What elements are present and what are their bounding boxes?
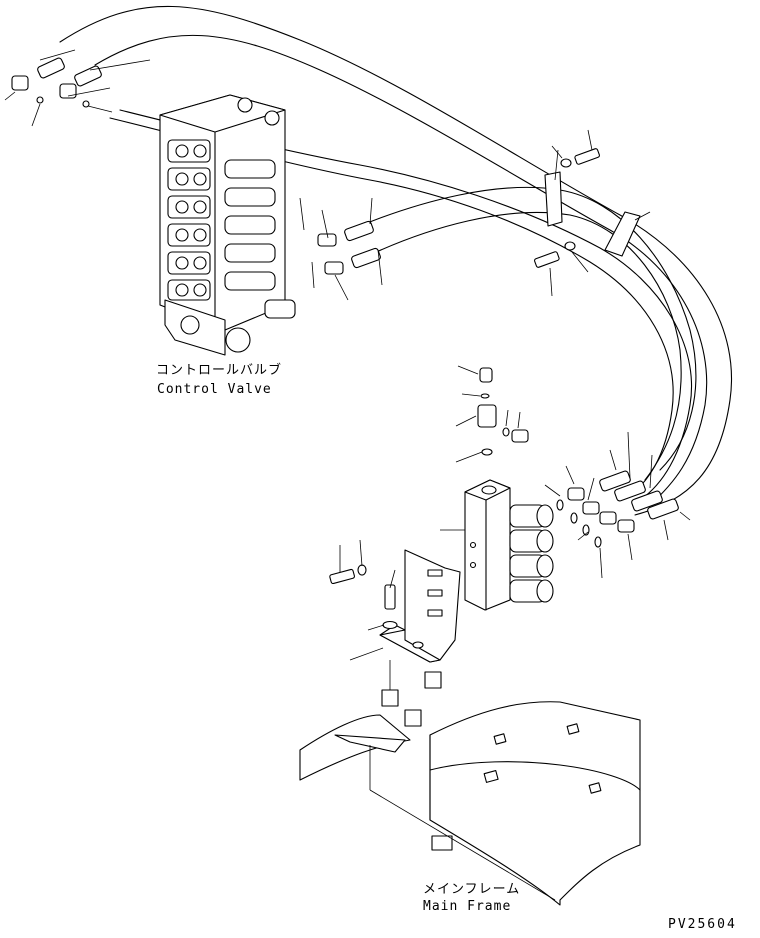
- drawing-code: PV25604: [668, 917, 737, 932]
- fitting-icon: [544, 431, 691, 579]
- main-frame-label-en: Main Frame: [423, 899, 511, 914]
- solenoid-valve-icon: [464, 479, 554, 611]
- control-valve-label-jp: コントロールバルブ: [156, 362, 282, 378]
- control-valve-label-en: Control Valve: [157, 382, 272, 397]
- frame-plate-icon: [299, 660, 641, 906]
- bracket-icon: [329, 539, 461, 663]
- washer-icon: [560, 158, 576, 251]
- bolt-icon: [534, 148, 600, 268]
- bolt-icon: [329, 568, 396, 610]
- valve-block-icon: [167, 97, 280, 301]
- hose-clamps: [534, 129, 651, 297]
- fitting-icon: [11, 57, 381, 275]
- control-valve: [159, 94, 296, 356]
- main-frame-label-jp: メインフレーム: [423, 882, 520, 897]
- solenoid-fittings: [440, 365, 529, 531]
